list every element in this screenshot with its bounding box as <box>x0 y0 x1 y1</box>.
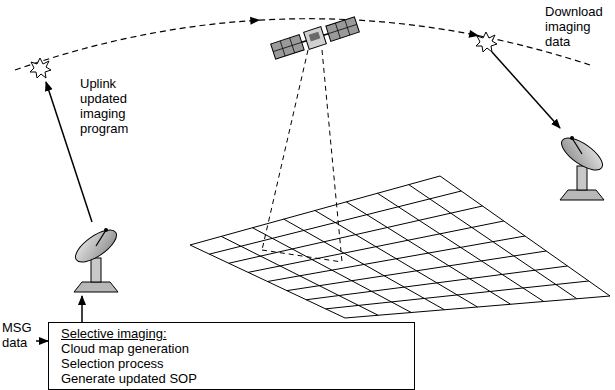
downlink-label: Download imaging data <box>545 4 611 49</box>
ground-grid <box>190 176 610 318</box>
satellite <box>270 16 359 60</box>
uplink-label: Uplink updated imaging program <box>80 76 142 136</box>
input-label: MSG data <box>2 320 35 350</box>
box-item: Generate updated SOP <box>61 371 402 386</box>
signal-burst <box>476 32 497 52</box>
box-item: Selection process <box>61 356 402 371</box>
process-box: Selective imaging:Cloud map generationSe… <box>48 322 415 390</box>
box-heading: Selective imaging: <box>61 326 402 341</box>
signal-burst <box>30 58 51 78</box>
process-arrow <box>81 296 83 322</box>
ground-station-dish <box>557 132 608 200</box>
view-cone <box>262 50 342 262</box>
box-item: Cloud map generation <box>61 341 402 356</box>
orbit-arrowheads <box>250 16 480 40</box>
orbit-path <box>15 19 590 70</box>
downlink-arrow <box>492 52 560 128</box>
ground-station-dish <box>71 224 122 292</box>
input-arrow <box>36 340 48 342</box>
